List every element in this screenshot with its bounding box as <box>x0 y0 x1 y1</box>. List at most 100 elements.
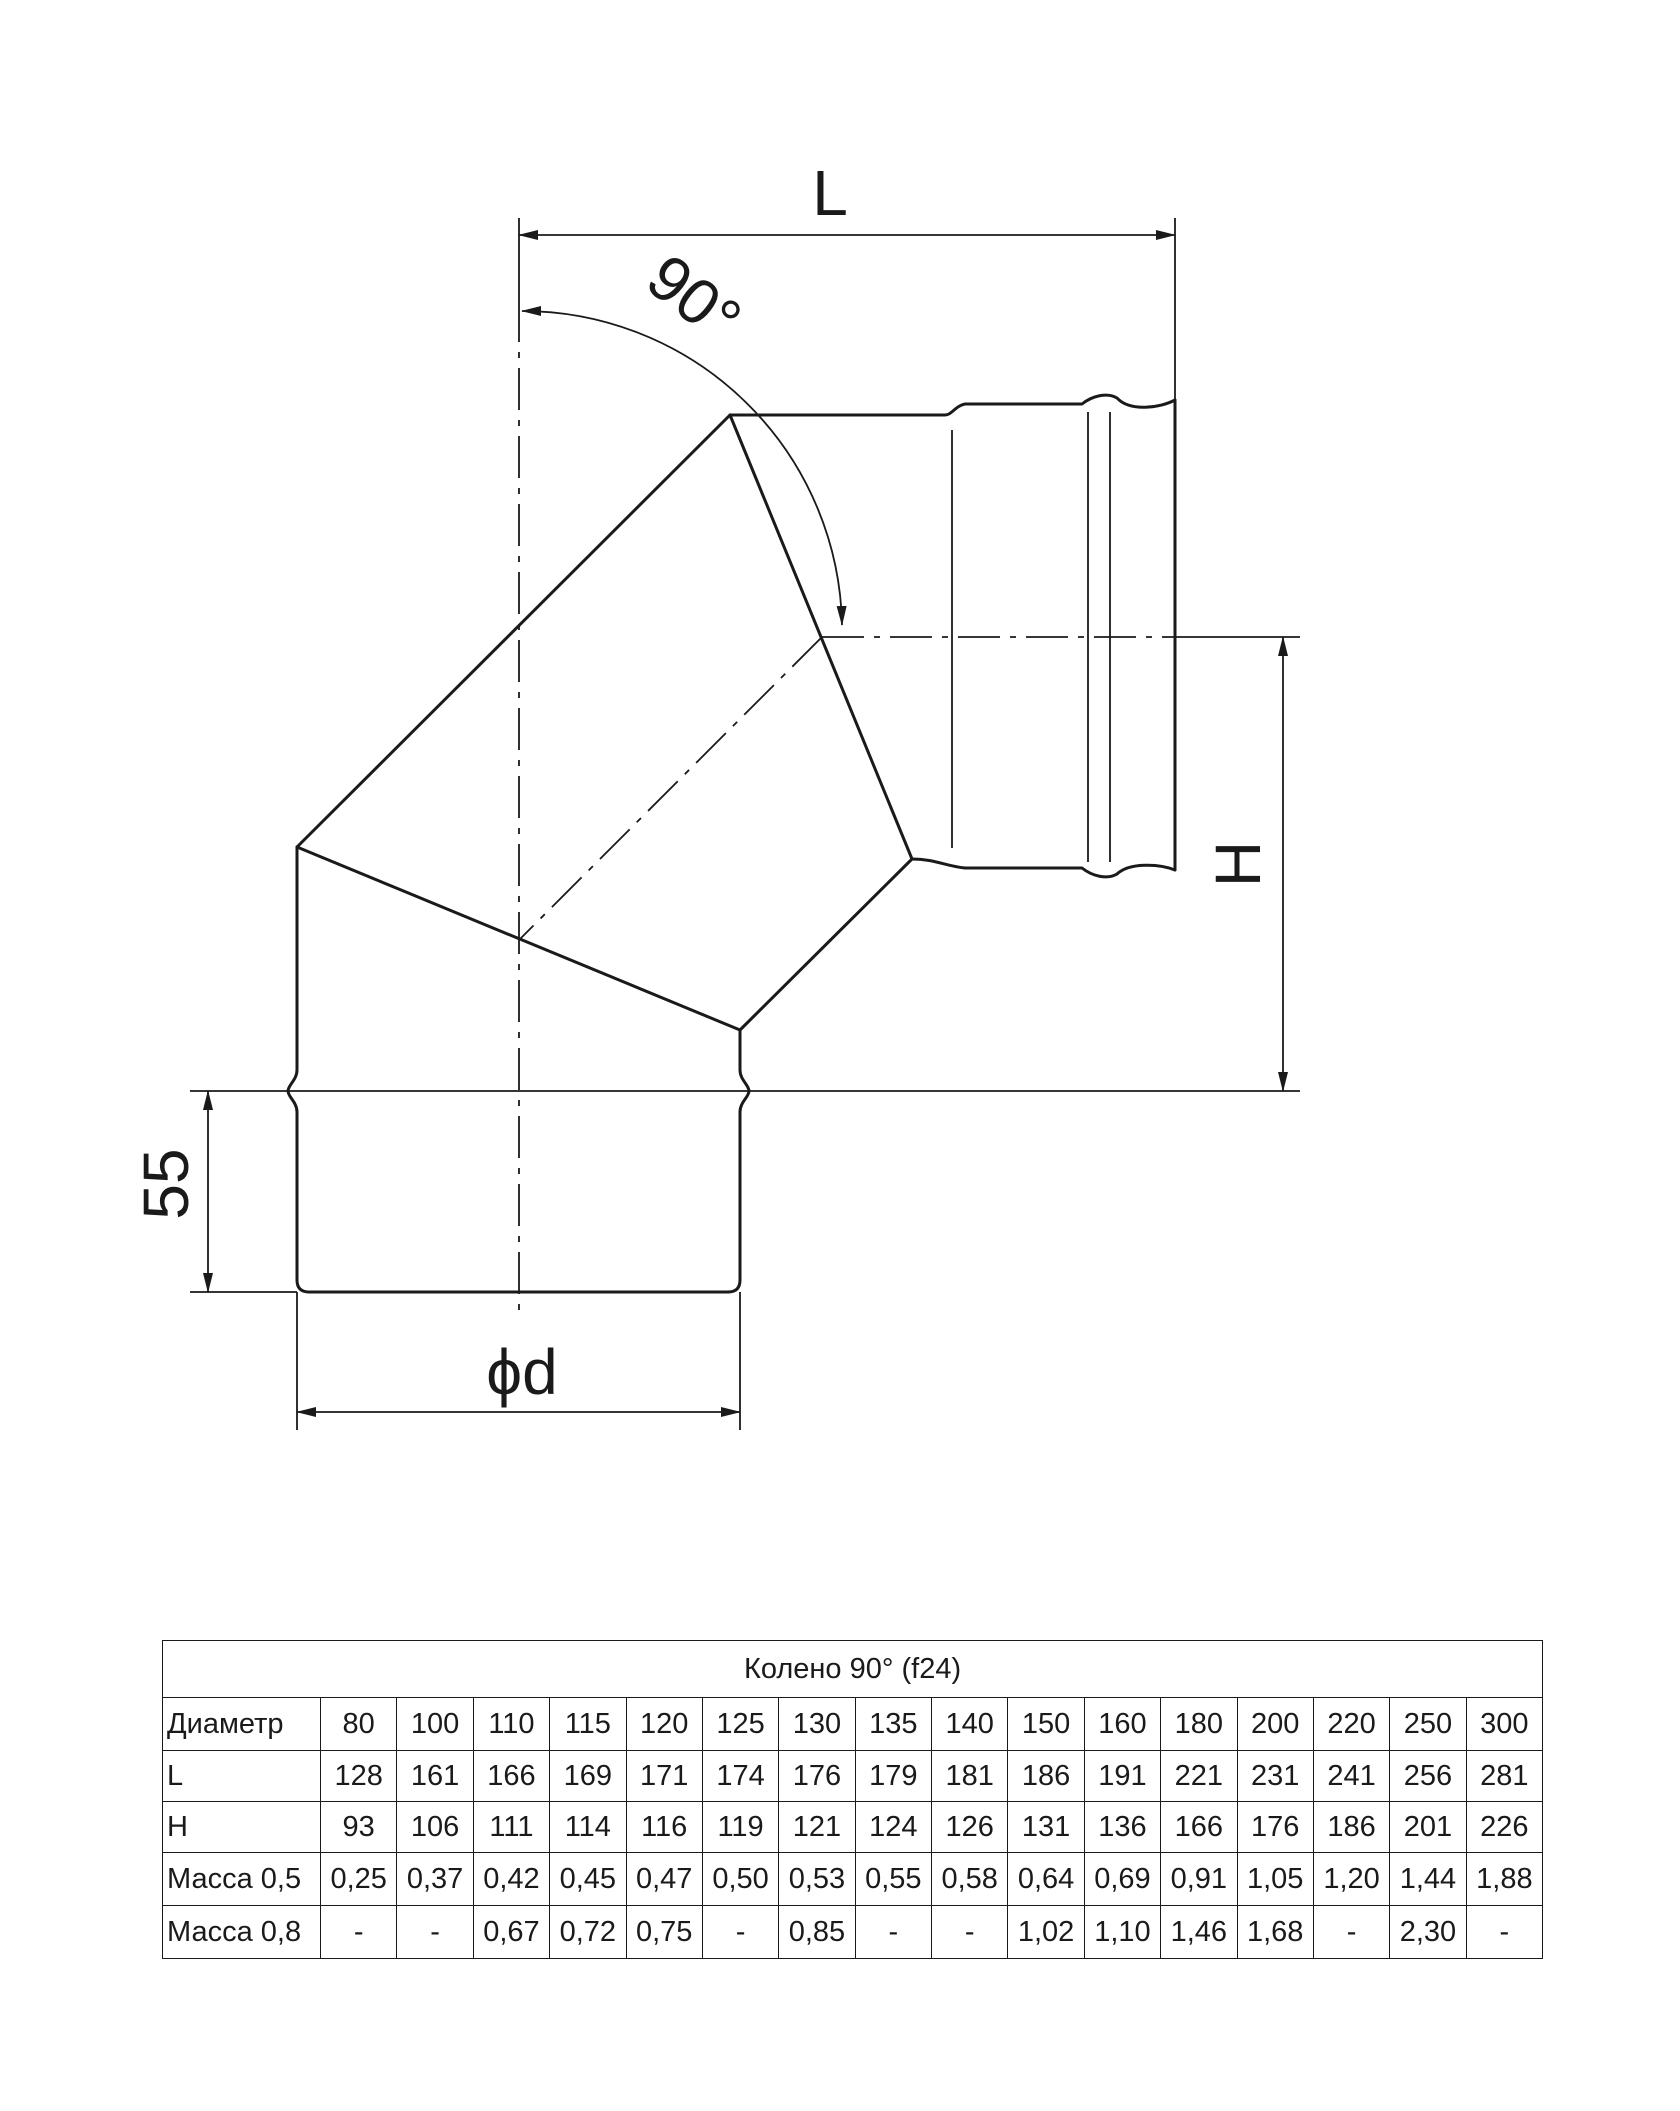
spec-table: Колено 90° (f24) Диаметр 80 100 110 115 … <box>161 1640 1544 1959</box>
table-cell: 124 <box>854 1801 933 1853</box>
table-row-mass-05: Масса 0,5 0,25 0,37 0,42 0,45 0,47 0,50 … <box>162 1852 1544 1906</box>
table-cell: 186 <box>1007 1750 1085 1802</box>
table-cell: 0,25 <box>319 1852 398 1906</box>
table-cell: 130 <box>778 1697 856 1751</box>
table-cell: 186 <box>1312 1801 1391 1853</box>
table-cell: 0,58 <box>930 1852 1009 1906</box>
table-cell: 0,91 <box>1160 1852 1238 1906</box>
table-cell: 250 <box>1389 1697 1467 1751</box>
table-cell: 256 <box>1389 1750 1467 1802</box>
table-cell: - <box>854 1905 933 1959</box>
table-cell: 166 <box>1160 1801 1238 1853</box>
table-row-diameter: Диаметр 80 100 110 115 120 125 130 135 1… <box>162 1697 1544 1751</box>
table-cell: 0,37 <box>396 1852 474 1906</box>
table-cell: 100 <box>396 1697 474 1751</box>
table-cell: - <box>396 1905 474 1959</box>
table-cell: 0,47 <box>625 1852 703 1906</box>
table-cell: 191 <box>1083 1750 1162 1802</box>
extension-lines <box>190 218 1300 1430</box>
table-cell: 221 <box>1160 1750 1238 1802</box>
table-cell: 120 <box>625 1697 703 1751</box>
table-cell: 0,55 <box>854 1852 933 1906</box>
table-cell: 176 <box>778 1750 856 1802</box>
table-cell: - <box>1465 1905 1544 1959</box>
table-cell: 128 <box>319 1750 398 1802</box>
row-label: Масса 0,5 <box>162 1852 321 1906</box>
table-cell: 1,02 <box>1007 1905 1085 1959</box>
table-cell: 201 <box>1389 1801 1467 1853</box>
table-cell: 169 <box>549 1750 627 1802</box>
label-L: L <box>812 157 848 229</box>
table-cell: 131 <box>1007 1801 1085 1853</box>
center-lines <box>518 300 1175 1310</box>
table-cell: 136 <box>1083 1801 1162 1853</box>
table-cell: 114 <box>549 1801 627 1853</box>
table-cell: 0,75 <box>625 1905 703 1959</box>
table-cell: 93 <box>319 1801 398 1853</box>
table-cell: 1,68 <box>1236 1905 1314 1959</box>
table-cell: 1,88 <box>1465 1852 1544 1906</box>
table-cell: 0,85 <box>778 1905 856 1959</box>
table-cell: 281 <box>1465 1750 1544 1802</box>
table-cell: 140 <box>930 1697 1009 1751</box>
table-cell: 115 <box>549 1697 627 1751</box>
table-cell: 200 <box>1236 1697 1314 1751</box>
table-cell: 126 <box>930 1801 1009 1853</box>
table-cell: 1,46 <box>1160 1905 1238 1959</box>
table-cell: 160 <box>1083 1697 1162 1751</box>
table-cell: 119 <box>701 1801 780 1853</box>
row-label: Масса 0,8 <box>162 1905 321 1959</box>
table-cell: 0,67 <box>472 1905 551 1959</box>
table-cell: 1,05 <box>1236 1852 1314 1906</box>
table-cell: 1,44 <box>1389 1852 1467 1906</box>
elbow-technical-drawing: L 90° H 55 ϕd <box>130 157 1300 1430</box>
table-cell: 161 <box>396 1750 474 1802</box>
table-row-l: L 128 161 166 169 171 174 176 179 181 18… <box>162 1750 1544 1802</box>
table-cell: 0,72 <box>549 1905 627 1959</box>
label-55: 55 <box>130 1148 202 1219</box>
table-cell: 0,53 <box>778 1852 856 1906</box>
table-cell: 176 <box>1236 1801 1314 1853</box>
table-cell: 166 <box>472 1750 551 1802</box>
table-cell: 1,10 <box>1083 1905 1162 1959</box>
table-cell: 0,50 <box>701 1852 780 1906</box>
table-cell: 106 <box>396 1801 474 1853</box>
table-cell: 226 <box>1465 1801 1544 1853</box>
table-cell: 171 <box>625 1750 703 1802</box>
table-cell: 220 <box>1312 1697 1391 1751</box>
table-row-mass-08: Масса 0,8 - - 0,67 0,72 0,75 - 0,85 - - … <box>162 1905 1544 1959</box>
dimension-lines <box>203 230 1288 1417</box>
table-cell: 0,69 <box>1083 1852 1162 1906</box>
row-label: H <box>162 1801 321 1853</box>
table-cell: 80 <box>319 1697 398 1751</box>
table-cell: 241 <box>1312 1750 1391 1802</box>
table-cell: 179 <box>854 1750 933 1802</box>
table-cell: 180 <box>1160 1697 1238 1751</box>
table-cell: 0,42 <box>472 1852 551 1906</box>
table-cell: 231 <box>1236 1750 1314 1802</box>
table-cell: 150 <box>1007 1697 1085 1751</box>
table-cell: - <box>701 1905 780 1959</box>
table-title-row: Колено 90° (f24) <box>161 1640 1544 1698</box>
elbow-outline <box>286 393 1177 1294</box>
table-cell: 300 <box>1465 1697 1544 1751</box>
table-cell: 125 <box>701 1697 780 1751</box>
table-cell: 110 <box>472 1697 551 1751</box>
table-cell: 0,45 <box>549 1852 627 1906</box>
table-cell: 2,30 <box>1389 1905 1467 1959</box>
row-label: L <box>162 1750 321 1802</box>
table-cell: 1,20 <box>1312 1852 1391 1906</box>
table-cell: 116 <box>625 1801 703 1853</box>
table-title: Колено 90° (f24) <box>161 1640 1544 1698</box>
table-cell: 174 <box>701 1750 780 1802</box>
table-cell: 135 <box>854 1697 933 1751</box>
label-d: ϕd <box>486 1336 557 1408</box>
label-H: H <box>1202 841 1274 887</box>
table-cell: - <box>319 1905 398 1959</box>
table-row-h: H 93 106 111 114 116 119 121 124 126 131… <box>162 1801 1544 1853</box>
table-cell: - <box>1312 1905 1391 1959</box>
dim-angle-arc <box>521 306 847 626</box>
table-cell: 0,64 <box>1007 1852 1085 1906</box>
table-cell: 111 <box>472 1801 551 1853</box>
table-cell: - <box>930 1905 1009 1959</box>
